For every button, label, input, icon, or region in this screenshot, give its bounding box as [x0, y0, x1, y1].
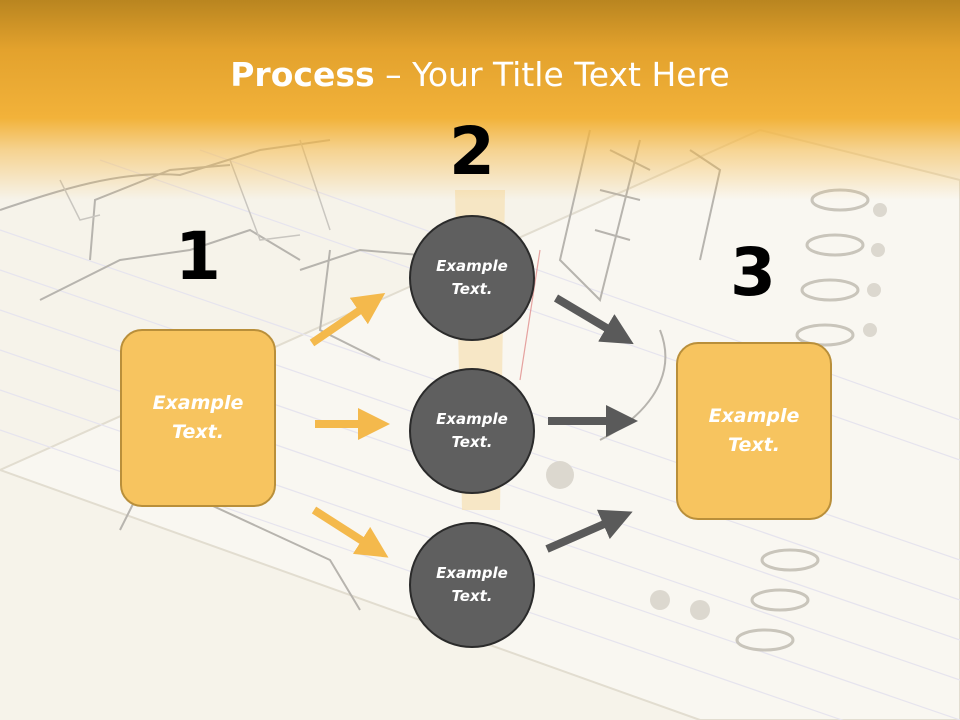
step-3-text: Example Text. [708, 405, 800, 456]
circle-bottom[interactable]: Example Text. [409, 522, 535, 648]
arrow-orange-up [309, 292, 386, 347]
title-rest: – Your Title Text Here [374, 55, 730, 94]
circle-top-text: Example Text. [436, 257, 508, 298]
arrow-gray-down [553, 294, 634, 345]
step-number-2: 2 [449, 113, 495, 190]
circle-middle-text: Example Text. [436, 410, 508, 451]
circle-bottom-text: Example Text. [436, 564, 508, 605]
step-number-3: 3 [730, 234, 776, 311]
step-1-text: Example Text. [152, 392, 244, 443]
step-3-box[interactable]: Example Text. [676, 342, 832, 520]
step-1-box[interactable]: Example Text. [120, 329, 276, 507]
circle-middle[interactable]: Example Text. [409, 368, 535, 494]
slide-title: Process – Your Title Text Here [0, 52, 960, 98]
circle-top[interactable]: Example Text. [409, 215, 535, 341]
header-band [0, 0, 960, 200]
step-number-1: 1 [175, 218, 221, 295]
arrow-gray-up [545, 509, 633, 553]
title-bold: Process [230, 55, 375, 94]
arrow-orange-down [311, 506, 389, 558]
